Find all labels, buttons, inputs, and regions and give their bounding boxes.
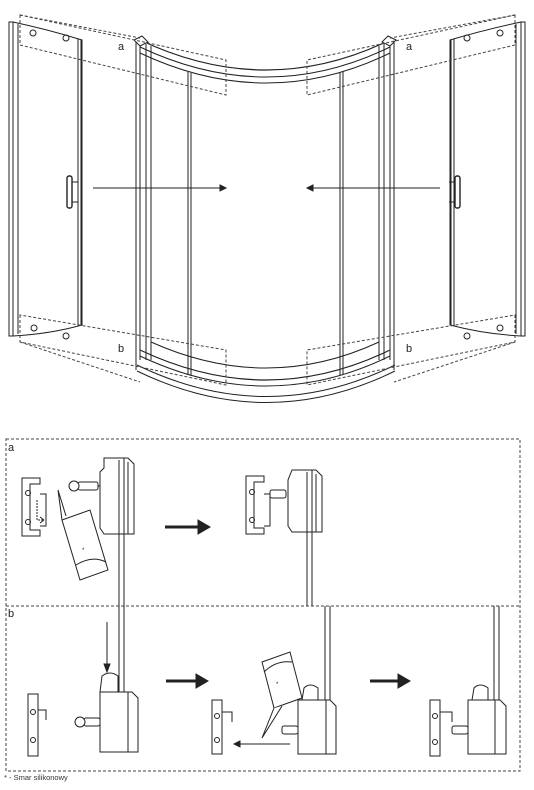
bottom-guide-step-2: *: [211, 606, 337, 755]
door-handle-icon: [449, 175, 461, 209]
label-a-left: a: [118, 41, 125, 53]
right-door-panel: [449, 21, 526, 340]
callout-boxes: [19, 14, 516, 386]
label-a-right: a: [406, 41, 413, 53]
detail-panel-border: [5, 438, 521, 772]
step-arrow-b2: [370, 673, 411, 689]
roller-bracket-step-2: [245, 469, 323, 606]
step-arrow-a: [165, 519, 211, 535]
silicone-tube-icon: *: [261, 651, 303, 739]
insert-arrow-left: [93, 184, 228, 192]
svg-text:*: *: [276, 682, 279, 688]
step-arrow-b1: [166, 673, 209, 689]
footnote: * - Smar silikonowy: [4, 773, 68, 782]
svg-text:*: *: [82, 548, 85, 554]
roller-bracket-step-1: *: [21, 457, 135, 606]
left-door-panel: [8, 21, 83, 340]
label-a: a: [8, 442, 15, 454]
label-b-left: b: [118, 343, 124, 355]
bottom-guide-step-3: [429, 606, 507, 757]
door-handle-icon: [66, 175, 78, 209]
label-b-right: b: [406, 343, 412, 355]
bottom-guide-step-1: [27, 606, 139, 757]
silicone-tube-icon: *: [57, 489, 109, 581]
insert-arrow-right: [305, 184, 440, 192]
enclosure-frame: [133, 35, 397, 403]
label-b: b: [8, 608, 14, 620]
